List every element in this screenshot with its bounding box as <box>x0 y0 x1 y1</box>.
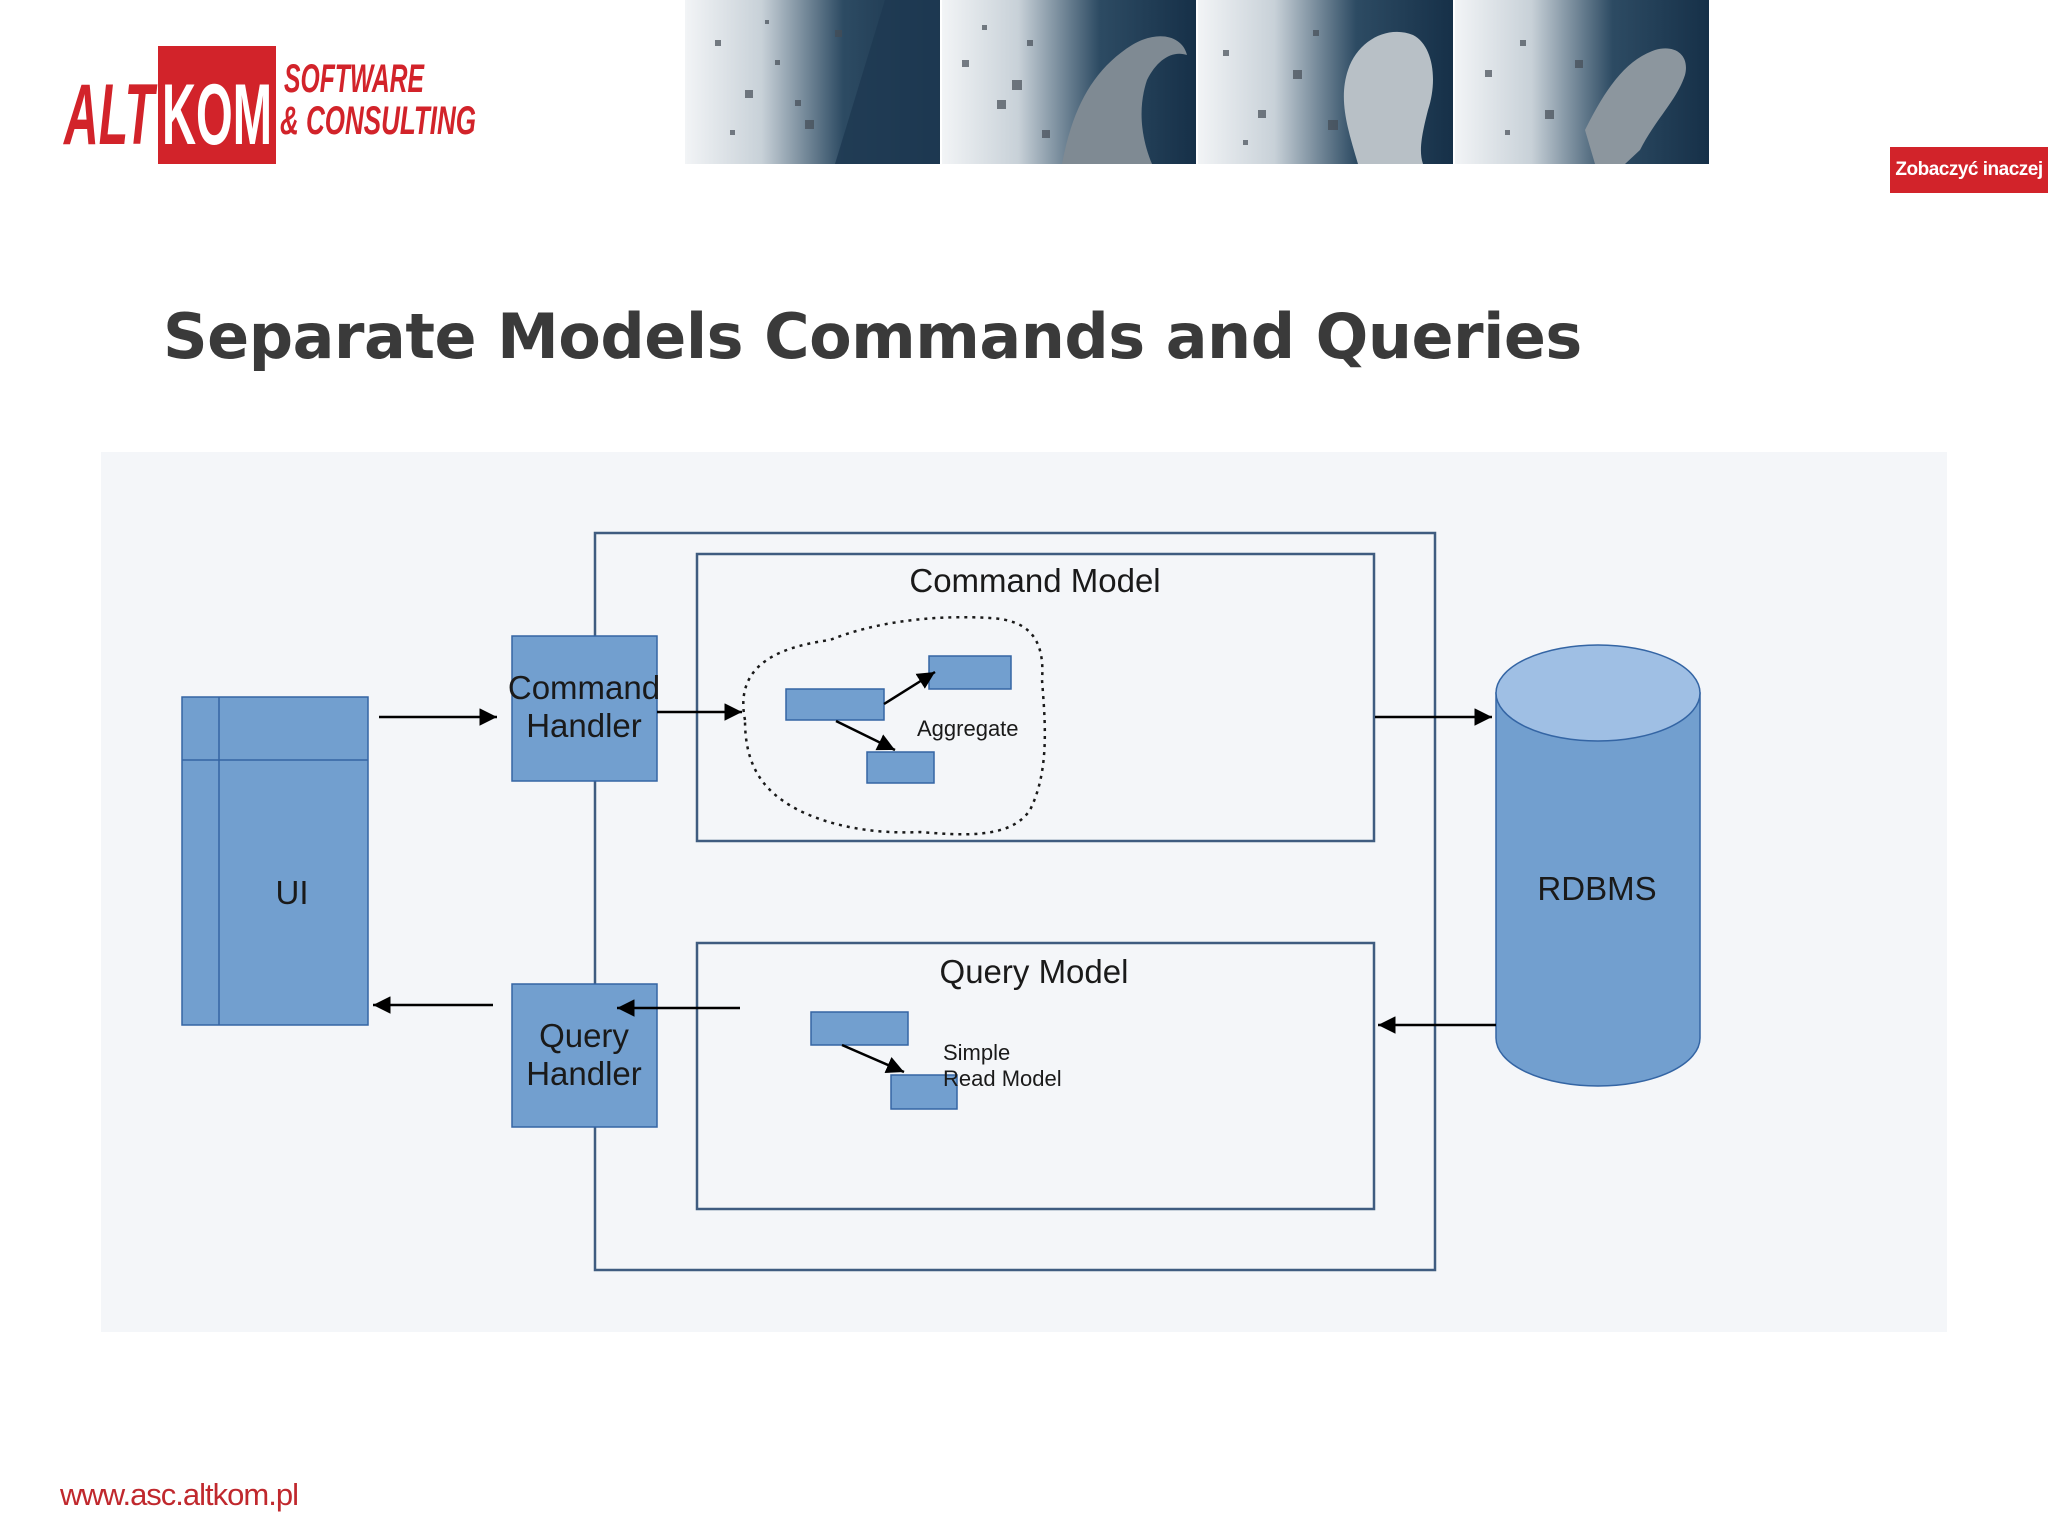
aggregate-boundary <box>742 615 1047 836</box>
horse-graphic <box>1484 40 1686 164</box>
banner-panel-4 <box>1452 0 1709 164</box>
read-model-arrow <box>841 1043 905 1074</box>
aggregate-root-entity <box>785 688 885 721</box>
read-model-entity-upper <box>810 1011 909 1046</box>
query-model-title: Query Model <box>940 953 1129 990</box>
ui-label: UI <box>276 874 309 911</box>
logo-mark-left: ALT <box>63 67 158 163</box>
command-model-box <box>695 552 1376 843</box>
footer-url[interactable]: www.asc.altkom.pl <box>60 1477 299 1512</box>
altkom-logo: ALT KOM SOFTWARE & CONSULTING <box>62 44 482 170</box>
command-handler-box <box>511 635 658 782</box>
aggregate-arrow-upper <box>883 670 936 706</box>
banner-panel-1 <box>685 0 940 164</box>
query-handler-label-line1: Query <box>539 1017 629 1054</box>
face-graphic <box>1223 30 1433 164</box>
command-handler-label-line2: Handler <box>526 707 642 744</box>
aggregate-label: Aggregate <box>917 716 1019 741</box>
banner-panel-2 <box>939 0 1196 164</box>
query-handler-label-line2: Handler <box>526 1055 642 1092</box>
aggregate-arrow-lower <box>835 719 896 752</box>
particles-graphic <box>715 0 940 164</box>
read-model-label-line1: Simple <box>943 1040 1010 1065</box>
logo-software: SOFTWARE <box>284 57 425 101</box>
logo-consulting: & CONSULTING <box>280 99 476 143</box>
rdbms-label: RDBMS <box>1537 870 1656 907</box>
command-handler-label-line1: Command <box>508 669 660 706</box>
read-model-label-line2: Read Model <box>943 1066 1062 1091</box>
slide-title: Separate Models Commands and Queries <box>163 300 1582 373</box>
logo-mark-right: KOM <box>162 67 272 163</box>
banner-panel-3 <box>1196 0 1453 164</box>
header-banner <box>685 0 1709 164</box>
aggregate-child-entity-lower <box>866 751 935 784</box>
rdbms-database <box>1495 644 1701 1087</box>
ui-component <box>181 696 369 1026</box>
command-model-title: Command Model <box>909 562 1160 599</box>
tagline-badge: Zobaczyć inaczej <box>1890 147 2048 193</box>
aggregate-child-entity-upper <box>928 655 1012 690</box>
application-boundary <box>593 531 1437 1272</box>
query-model-box <box>695 941 1376 1211</box>
eagle-graphic <box>961 25 1187 164</box>
read-model-entity-lower <box>890 1074 958 1110</box>
